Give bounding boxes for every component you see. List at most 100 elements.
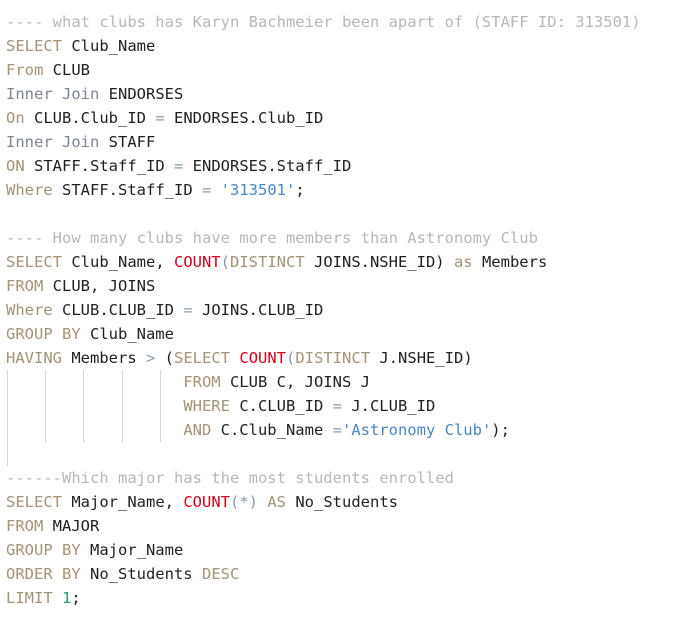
code-line[interactable]: SELECT Club_Name, COUNT(DISTINCT JOINS.N… xyxy=(0,250,681,274)
sql-text: JOINS.NSHE_ID) xyxy=(304,253,454,271)
sql-keyword: GROUP BY xyxy=(6,325,81,343)
indent-guide xyxy=(7,370,8,394)
sql-keyword: ON xyxy=(6,157,25,175)
sql-text: ; xyxy=(295,181,305,199)
code-line[interactable]: From CLUB xyxy=(0,58,681,82)
sql-keyword: SELECT xyxy=(6,493,62,511)
indent-guide xyxy=(7,442,8,466)
sql-text: STAFF.Staff_ID xyxy=(24,157,174,175)
indent-guide xyxy=(83,418,84,442)
sql-text: CLUB.Club_ID xyxy=(24,109,156,127)
code-line[interactable]: LIMIT 1; xyxy=(0,586,681,610)
indent-guide xyxy=(83,370,84,394)
code-line[interactable]: GROUP BY Club_Name xyxy=(0,322,681,346)
sql-text: Major_Name xyxy=(80,541,184,559)
code-line[interactable]: ---- How many clubs have more members th… xyxy=(0,226,681,250)
sql-join-keyword: Inner Join xyxy=(6,133,100,151)
sql-text: ENDORSES.Club_ID xyxy=(164,109,324,127)
code-line[interactable]: ON STAFF.Staff_ID = ENDORSES.Staff_ID xyxy=(0,154,681,178)
code-line[interactable]: FROM CLUB C, JOINS J xyxy=(0,370,681,394)
sql-operator: = xyxy=(332,397,342,415)
code-line[interactable] xyxy=(0,442,681,466)
code-line[interactable]: WHERE C.CLUB_ID = J.CLUB_ID xyxy=(0,394,681,418)
code-line[interactable]: SELECT Major_Name, COUNT(*) AS No_Studen… xyxy=(0,490,681,514)
sql-keyword: DESC xyxy=(201,565,240,583)
code-line[interactable]: GROUP BY Major_Name xyxy=(0,538,681,562)
sql-operator: = xyxy=(201,181,212,199)
sql-comment: ---- How many clubs have more members th… xyxy=(6,229,538,247)
sql-text: JOINS.CLUB_ID xyxy=(192,301,324,319)
sql-text: Club_Name xyxy=(80,325,174,343)
sql-keyword: AND xyxy=(183,421,212,439)
sql-join-keyword: Inner Join xyxy=(6,85,100,103)
code-line[interactable]: Where CLUB.CLUB_ID = JOINS.CLUB_ID xyxy=(0,298,681,322)
code-line[interactable]: SELECT Club_Name xyxy=(0,34,681,58)
code-line[interactable] xyxy=(0,202,681,226)
code-line[interactable]: On CLUB.Club_ID = ENDORSES.Club_ID xyxy=(0,106,681,130)
sql-keyword: Where xyxy=(6,181,53,199)
sql-text: No_Students xyxy=(80,565,202,583)
indent-guide xyxy=(45,418,46,442)
sql-keyword: From xyxy=(6,61,44,79)
sql-text xyxy=(6,373,183,391)
sql-text: J.NSHE_ID) xyxy=(370,349,473,367)
sql-text xyxy=(211,181,220,199)
sql-text: CLUB, JOINS xyxy=(43,277,156,295)
sql-operator: ( xyxy=(286,349,296,367)
sql-text: J.CLUB_ID xyxy=(341,397,436,415)
sql-text: ); xyxy=(491,421,510,439)
indent-guide xyxy=(83,394,84,418)
sql-comment: ------Which major has the most students … xyxy=(6,469,454,487)
code-line[interactable]: HAVING Members > (SELECT COUNT(DISTINCT … xyxy=(0,346,681,370)
code-line[interactable]: ---- what clubs has Karyn Bachmeier been… xyxy=(0,10,681,34)
code-line[interactable]: Where STAFF.Staff_ID = '313501'; xyxy=(0,178,681,202)
sql-keyword: WHERE xyxy=(183,397,230,415)
indent-guide xyxy=(122,370,123,394)
sql-keyword: FROM xyxy=(6,277,44,295)
sql-keyword: SELECT xyxy=(174,349,231,367)
sql-function: COUNT xyxy=(173,253,221,271)
code-line[interactable]: AND C.Club_Name ='Astronomy Club'); xyxy=(0,418,681,442)
indent-guide xyxy=(45,394,46,418)
sql-text: No_Students xyxy=(286,493,398,511)
code-line[interactable]: Inner Join STAFF xyxy=(0,130,681,154)
sql-keyword: AS xyxy=(267,493,287,511)
sql-keyword: FROM xyxy=(6,517,44,535)
sql-operator: > xyxy=(146,349,156,367)
sql-text: C.Club_Name xyxy=(211,421,333,439)
code-line[interactable]: ORDER BY No_Students DESC xyxy=(0,562,681,586)
sql-keyword: DISTINCT xyxy=(230,253,305,271)
indent-guide xyxy=(45,370,46,394)
sql-text: STAFF xyxy=(99,133,156,151)
sql-operator: = xyxy=(173,157,184,175)
sql-operator: ( xyxy=(220,253,230,271)
sql-operator: = xyxy=(183,301,193,319)
sql-keyword: On xyxy=(6,109,25,127)
sql-code-editor[interactable]: ---- what clubs has Karyn Bachmeier been… xyxy=(0,10,681,610)
sql-text xyxy=(230,349,239,367)
sql-number: 1 xyxy=(62,589,72,607)
sql-keyword: LIMIT xyxy=(6,589,53,607)
sql-text: C.CLUB_ID xyxy=(229,397,333,415)
sql-string: '313501' xyxy=(220,181,296,199)
sql-keyword: SELECT xyxy=(6,37,62,55)
sql-operator: = xyxy=(332,421,342,439)
code-line[interactable]: FROM CLUB, JOINS xyxy=(0,274,681,298)
code-line[interactable]: Inner Join ENDORSES xyxy=(0,82,681,106)
sql-function: COUNT xyxy=(239,349,287,367)
sql-text: Club_Name, xyxy=(62,253,174,271)
sql-text xyxy=(53,589,62,607)
sql-keyword: as xyxy=(453,253,473,271)
sql-keyword: Where xyxy=(6,301,53,319)
sql-text: CLUB C, JOINS J xyxy=(220,373,370,391)
sql-text xyxy=(258,493,267,511)
sql-text: ENDORSES.Staff_ID xyxy=(183,157,352,175)
indent-guide xyxy=(7,418,8,442)
sql-keyword: ORDER BY xyxy=(6,565,81,583)
sql-text: Major_Name, xyxy=(62,493,184,511)
code-line[interactable]: ------Which major has the most students … xyxy=(0,466,681,490)
sql-function: COUNT xyxy=(183,493,230,511)
sql-text: STAFF.Staff_ID xyxy=(52,181,202,199)
sql-text: ( xyxy=(155,349,175,367)
code-line[interactable]: FROM MAJOR xyxy=(0,514,681,538)
